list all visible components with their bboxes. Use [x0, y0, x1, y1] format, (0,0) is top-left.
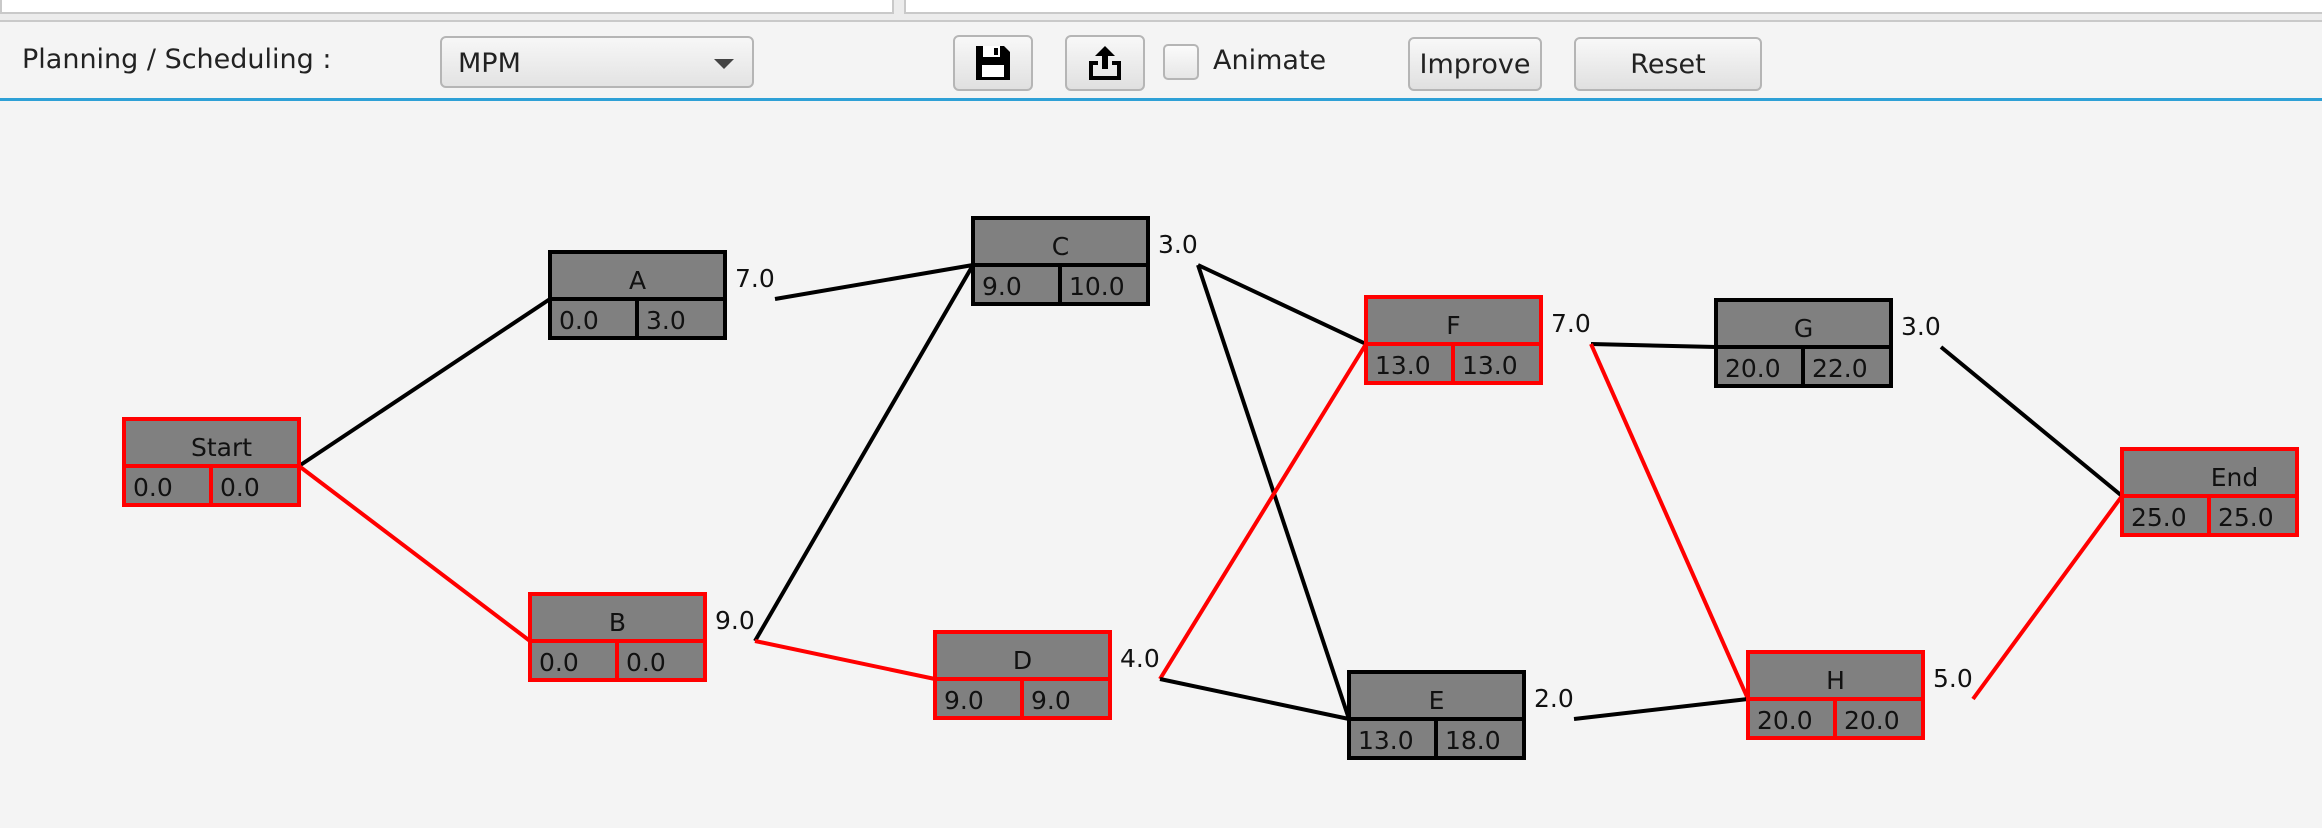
improve-button[interactable]: Improve	[1408, 37, 1542, 91]
node-earliest: 9.0	[944, 686, 984, 715]
node-latest: 18.0	[1445, 726, 1501, 755]
node-earliest: 20.0	[1757, 706, 1813, 735]
node-earliest: 13.0	[1358, 726, 1414, 755]
node-title: E	[1429, 686, 1445, 715]
duration-label: 2.0	[1534, 684, 1574, 713]
duration-label: 7.0	[1551, 309, 1591, 338]
edge-g-end	[1939, 345, 2124, 498]
top-left-pane	[0, 0, 894, 14]
node-earliest: 9.0	[982, 272, 1022, 301]
edge-e-h	[1573, 697, 1749, 721]
save-button[interactable]	[953, 35, 1033, 91]
node-latest: 3.0	[646, 306, 686, 335]
node-a[interactable]: A 0.0 3.0 7.0	[548, 250, 775, 340]
duration-label: 5.0	[1933, 664, 1973, 693]
edge-d-f	[1158, 342, 1368, 681]
node-title: G	[1794, 314, 1813, 343]
edge-h-end	[1971, 494, 2124, 701]
export-button[interactable]	[1065, 35, 1145, 91]
top-strip	[0, 0, 2322, 22]
floppy-disk-icon	[976, 46, 1010, 80]
node-earliest: 20.0	[1725, 354, 1781, 383]
node-title: F	[1446, 311, 1460, 340]
node-end[interactable]: End 25.0 25.0	[2120, 447, 2299, 537]
chevron-down-icon	[714, 59, 734, 69]
node-start[interactable]: Start 0.0 0.0	[122, 417, 301, 507]
node-latest: 13.0	[1462, 351, 1518, 380]
node-earliest: 0.0	[539, 648, 579, 677]
node-latest: 9.0	[1031, 686, 1071, 715]
method-select-value: MPM	[458, 48, 521, 79]
edge-d-e	[1159, 677, 1350, 721]
animate-checkbox[interactable]	[1163, 44, 1199, 80]
node-d[interactable]: D 9.0 9.0 4.0	[933, 630, 1160, 720]
duration-label: 3.0	[1901, 312, 1941, 341]
node-latest: 25.0	[2218, 503, 2274, 532]
node-h[interactable]: H 20.0 20.0 5.0	[1746, 650, 1973, 740]
node-latest: 10.0	[1069, 272, 1125, 301]
node-earliest: 0.0	[133, 473, 173, 502]
edge-a-c	[774, 263, 974, 301]
node-title: H	[1826, 666, 1845, 695]
share-export-icon	[1089, 46, 1121, 80]
planning-scheduling-label: Planning / Scheduling :	[22, 44, 332, 75]
node-title: A	[629, 266, 646, 295]
edge-c-f	[1197, 263, 1367, 346]
edges-layer	[297, 263, 2124, 721]
toolbar: Planning / Scheduling : MPM Animate Impr…	[0, 22, 2322, 101]
node-e[interactable]: E 13.0 18.0 2.0	[1347, 670, 1574, 760]
node-title: B	[609, 608, 626, 637]
node-box	[2120, 447, 2299, 537]
node-earliest: 25.0	[2131, 503, 2187, 532]
duration-label: 7.0	[735, 264, 775, 293]
node-earliest: 0.0	[559, 306, 599, 335]
method-select[interactable]: MPM	[440, 36, 754, 88]
node-latest: 0.0	[220, 473, 260, 502]
edge-start-b	[297, 464, 532, 643]
node-title: D	[1013, 646, 1032, 675]
edge-start-a	[297, 297, 552, 468]
node-c[interactable]: C 9.0 10.0 3.0	[971, 216, 1198, 306]
node-title: Start	[191, 433, 252, 462]
duration-label: 9.0	[715, 606, 755, 635]
top-right-pane	[904, 0, 2322, 14]
node-g[interactable]: G 20.0 22.0 3.0	[1714, 298, 1941, 388]
node-latest: 20.0	[1844, 706, 1900, 735]
duration-label: 3.0	[1158, 230, 1198, 259]
node-latest: 22.0	[1812, 354, 1868, 383]
node-title: C	[1052, 232, 1069, 261]
node-title: End	[2211, 463, 2259, 492]
duration-label: 4.0	[1120, 644, 1160, 673]
node-earliest: 13.0	[1375, 351, 1431, 380]
edge-b-c	[753, 263, 975, 643]
edge-f-g	[1590, 342, 1717, 349]
edge-f-h	[1589, 343, 1750, 700]
node-latest: 0.0	[626, 648, 666, 677]
animate-label: Animate	[1213, 45, 1327, 76]
reset-button[interactable]: Reset	[1574, 37, 1762, 91]
edge-b-d	[754, 639, 936, 681]
